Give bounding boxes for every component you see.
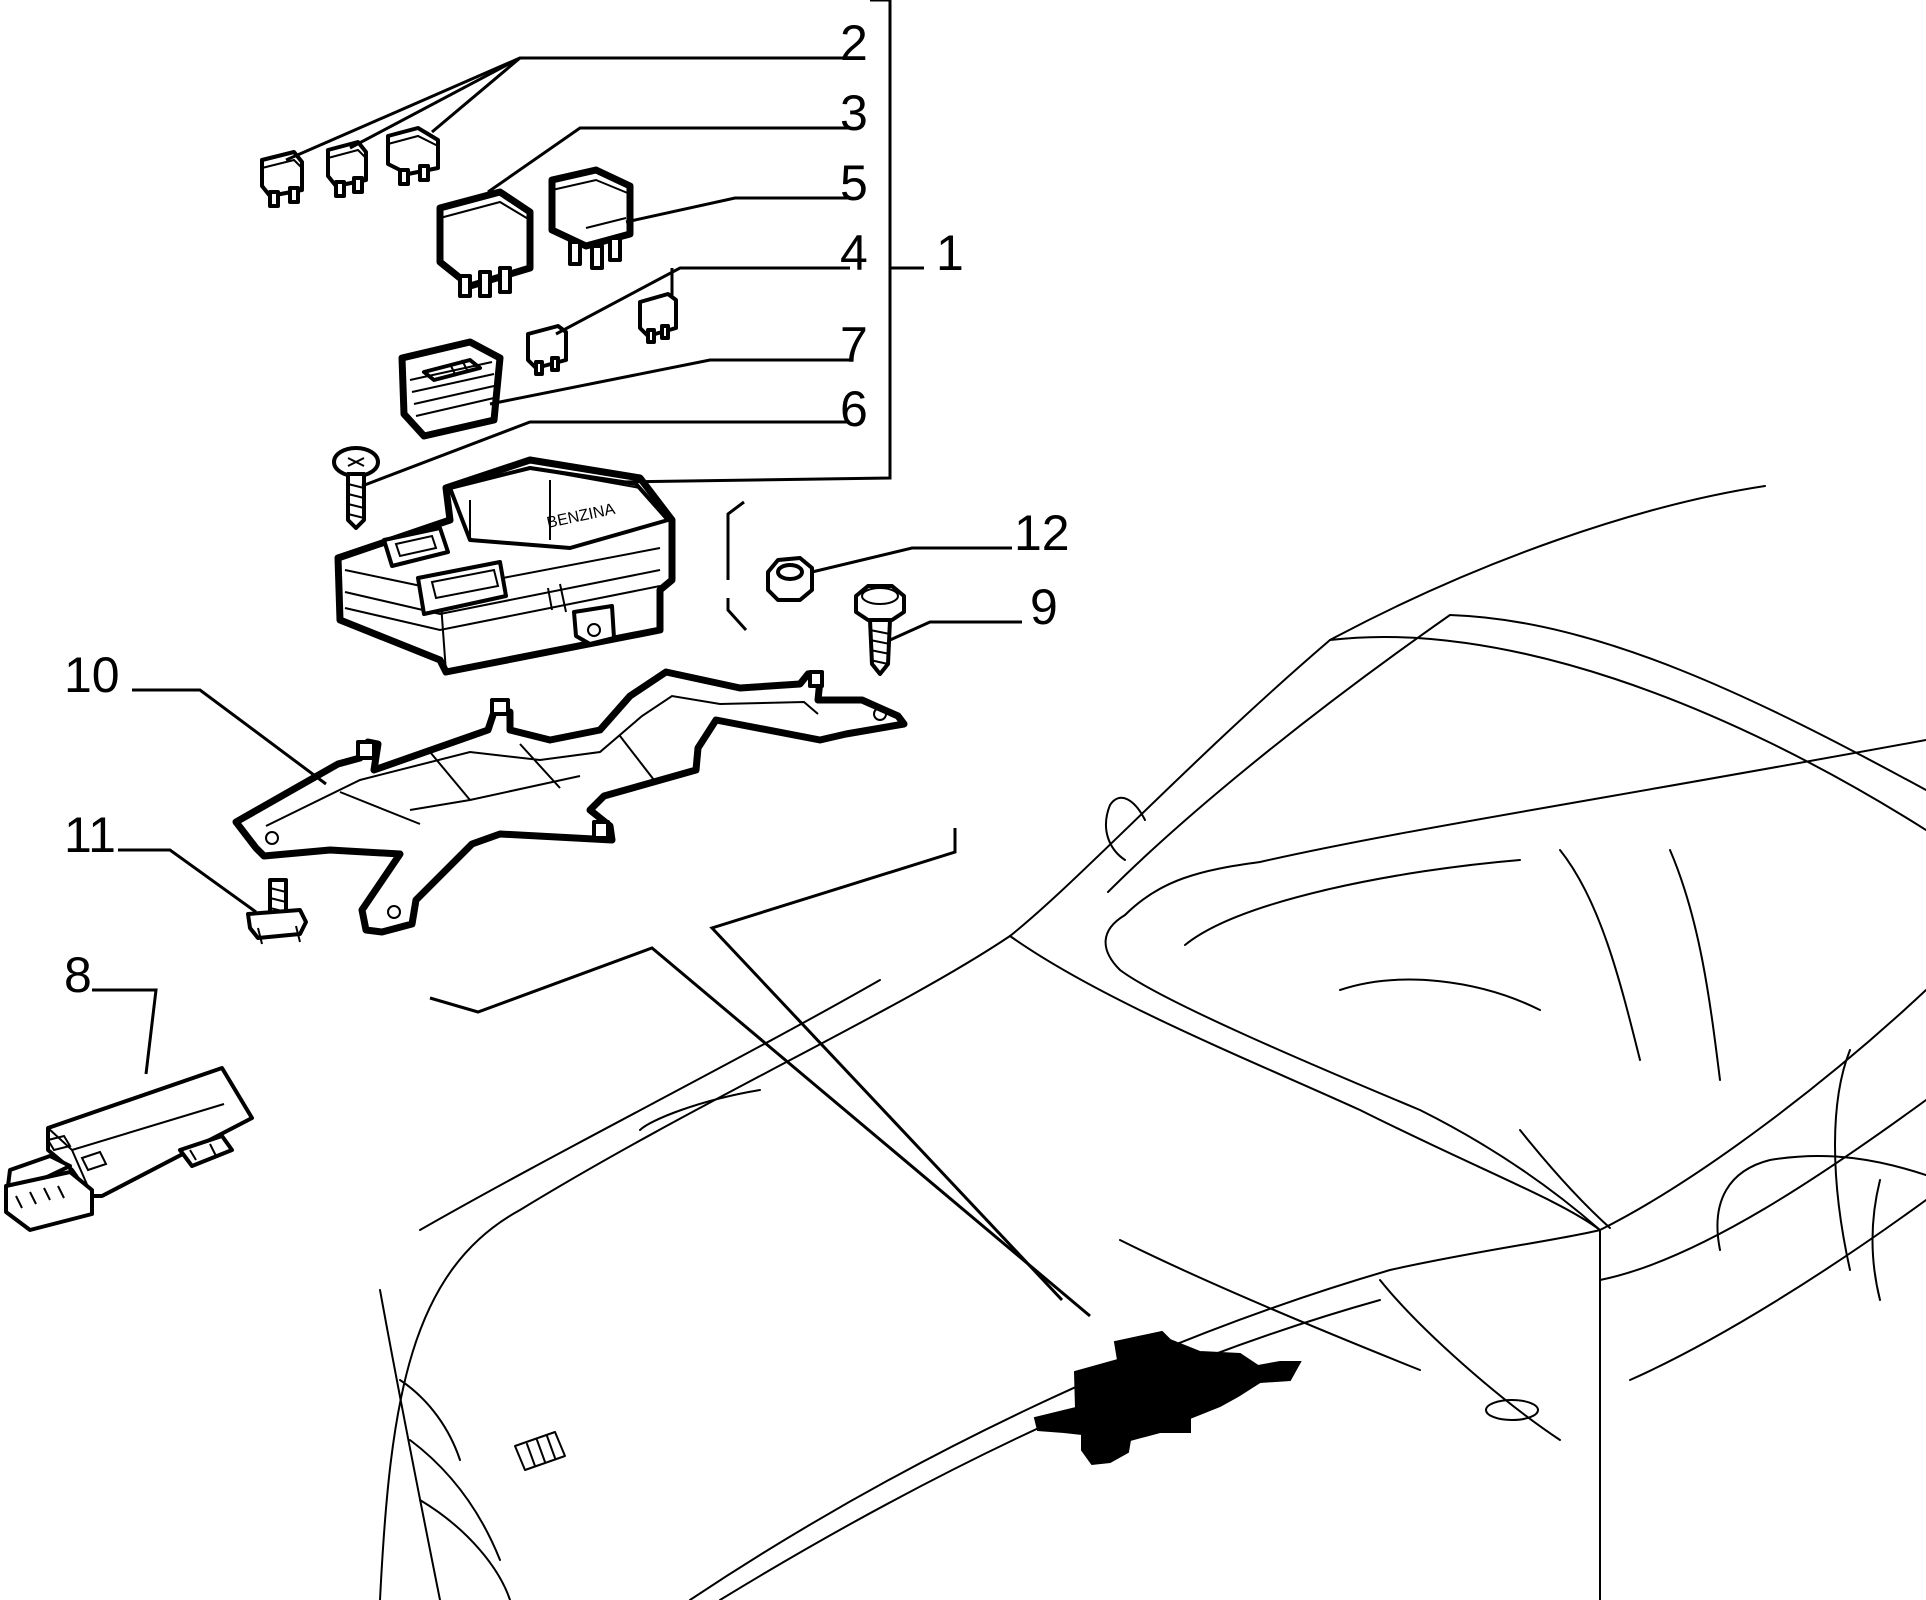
callout-7: 7	[840, 317, 868, 373]
location-marker-icon	[1033, 1330, 1302, 1466]
callout-11: 11	[64, 807, 116, 863]
fuse-box-icon: BENZINA	[334, 456, 676, 676]
nut-icon	[766, 556, 814, 602]
callout-6: 6	[840, 381, 868, 437]
bracket-icon	[232, 668, 908, 936]
fuse-box-bracket-lines	[726, 500, 748, 632]
callout-12: 12	[1014, 505, 1070, 561]
leader-lines	[92, 0, 1022, 1075]
callout-8: 8	[64, 947, 92, 1003]
relay-icon	[548, 166, 634, 270]
screw-icon	[332, 446, 380, 530]
car-silhouette-icon	[379, 485, 1926, 1600]
relay-icon	[260, 126, 440, 208]
fuse-icon	[526, 292, 678, 376]
callout-3: 3	[840, 85, 868, 141]
connector-icon	[398, 338, 504, 440]
callout-9: 9	[1030, 579, 1058, 635]
bolt-icon	[854, 584, 906, 676]
callout-1: 1	[936, 225, 964, 281]
callout-2: 2	[840, 15, 868, 71]
callout-4: 4	[840, 225, 868, 281]
location-pointer-lines	[429, 828, 1091, 1318]
control-unit-icon	[4, 1066, 254, 1232]
callout-5: 5	[840, 155, 868, 211]
callout-10: 10	[64, 647, 120, 703]
clip-stud-icon	[246, 878, 308, 945]
relay-icon	[436, 188, 534, 298]
